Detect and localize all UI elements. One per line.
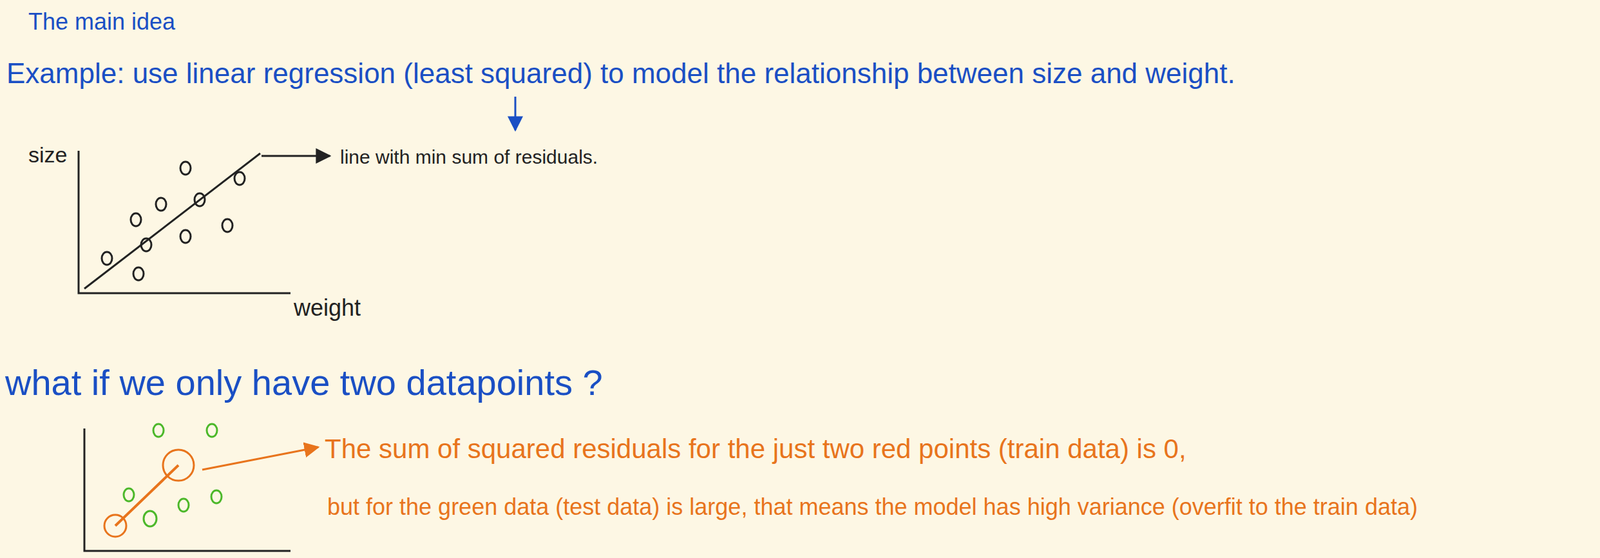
leader-arrow [514,96,517,131]
explanation-note: but for the green data (test data) is la… [327,492,1418,521]
data-point [180,229,191,243]
leader-arrow [202,447,319,470]
scatter-plot [78,150,291,294]
axis-label: size [28,141,67,169]
test-point [123,488,134,502]
leader-arrow [261,155,330,158]
train-point [162,449,194,481]
explanation-note: The sum of squared residuals for the jus… [324,432,1187,466]
fit-line [115,465,179,526]
data-point [101,251,113,265]
axis-label: weight [293,293,361,322]
data-point [180,161,191,175]
data-point [222,219,233,232]
test-point [211,490,222,504]
test-point [153,423,164,437]
data-point [130,213,142,227]
test-point [143,510,157,527]
regression-line [84,153,261,289]
data-point [194,193,205,207]
data-point [141,238,152,252]
example-note: Example: use linear regression (least sq… [6,56,1236,91]
test-point [206,423,218,437]
data-point [234,171,245,185]
data-point [155,197,167,211]
axes [84,428,291,551]
heading: The main idea [28,7,176,36]
line-annotation: line with min sum of residuals. [340,145,598,169]
question-heading: what if we only have two datapoints ? [5,360,603,404]
test-point [178,498,189,512]
overfit-plot [84,423,319,551]
axes [78,150,291,294]
data-point [133,267,144,281]
train-point [104,514,127,537]
